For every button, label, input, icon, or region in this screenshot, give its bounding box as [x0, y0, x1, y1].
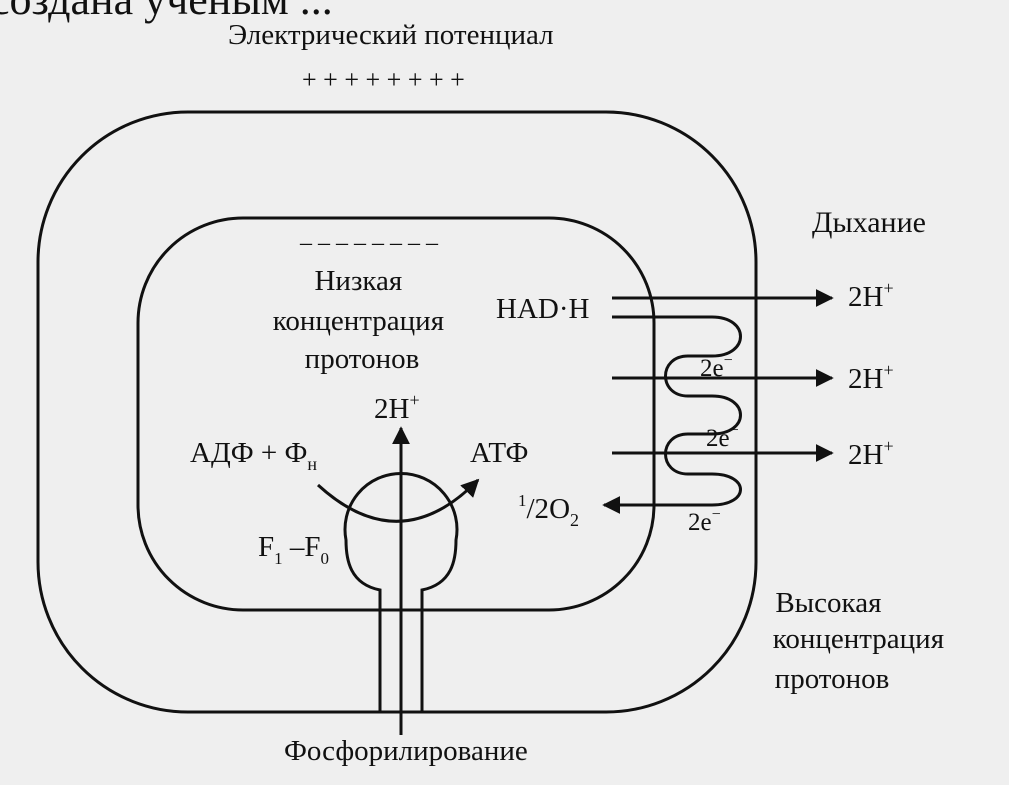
high-concentration-line-2: концентрация	[773, 623, 944, 655]
proton-output-1: 2H+	[848, 278, 894, 313]
proton-output-3: 2H+	[848, 436, 894, 471]
inner-membrane	[136, 216, 656, 612]
proton-output-2: 2H+	[848, 360, 894, 395]
phosphorylation-label: Фосфорилирование	[284, 735, 528, 767]
nadh-label: НАD·Н	[496, 293, 589, 325]
adp-to-atp-arrow	[316, 478, 480, 523]
header-cut-text: создана учёным ...	[0, 0, 333, 24]
electron-label-1: 2e−	[700, 352, 733, 382]
high-concentration-label: Высокая концентрация протонов	[773, 587, 952, 695]
electron-label-3: 2e−	[688, 506, 721, 536]
electric-potential-label: Электрический потенциал	[228, 19, 554, 51]
f1-f0-label: F1 –F0	[258, 531, 329, 568]
plus-signs: + + + + + + + +	[302, 65, 465, 94]
outer-membrane	[36, 110, 758, 714]
minus-signs: – – – – – – – –	[299, 230, 439, 256]
proton-up-label: 2H+	[374, 390, 420, 425]
atp-label: АТФ	[470, 437, 528, 469]
adp-label: АДФ + Фн	[190, 437, 317, 474]
respiration-label: Дыхание	[812, 206, 926, 239]
electron-chain-wave	[612, 315, 742, 507]
low-concentration-line-2: концентрация	[273, 305, 444, 337]
low-concentration-label: Низкая концентрация протонов	[273, 265, 452, 375]
electron-label-2: 2e−	[706, 422, 739, 452]
oxygen-label: 1/2O2	[518, 491, 579, 530]
high-concentration-line-3: протонов	[775, 663, 890, 695]
low-concentration-line-1: Низкая	[314, 265, 402, 297]
high-concentration-line-1: Высокая	[775, 587, 881, 619]
low-concentration-line-3: протонов	[305, 343, 420, 375]
